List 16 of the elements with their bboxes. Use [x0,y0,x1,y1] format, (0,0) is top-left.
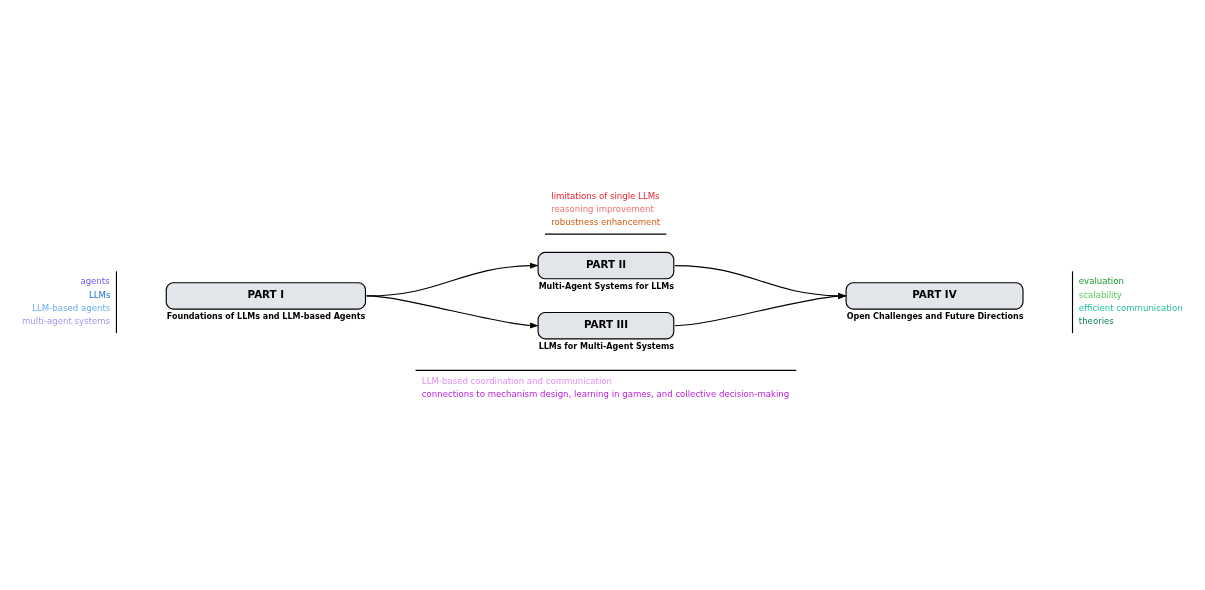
label: theories [1078,315,1114,326]
label: scalability [1078,289,1122,300]
label: reasoning improvement [551,203,654,214]
label: LLM-based coordination and communication [421,375,613,386]
arrow [366,294,539,328]
arrow [674,264,847,299]
arrow [674,292,847,326]
label: robustness enhancement [551,216,661,227]
label: agents [80,275,110,286]
label: limitations of single LLMs [551,190,660,201]
label: connections to mechanism design, learning in games, and collective decision-making [421,388,790,399]
label: multi-agent systems [21,315,111,326]
label: efficient communication [1078,302,1183,313]
label: LLM-based agents [32,302,111,313]
label: LLMs [88,289,111,300]
label: evaluation [1078,275,1124,286]
